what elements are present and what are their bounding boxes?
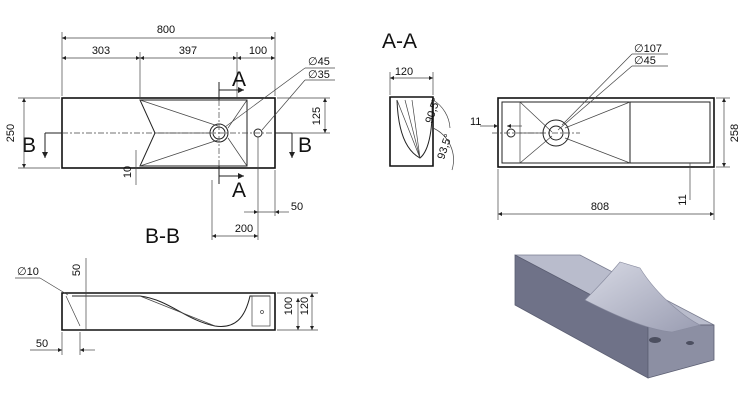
dim-303: 303 [92, 45, 110, 57]
dim-bb-dia10: ∅10 [17, 266, 39, 278]
section-aa-title: A-A [382, 30, 417, 53]
dim-125: 125 [311, 107, 323, 125]
section-a-mark-bottom: A [232, 179, 246, 202]
section-aa-profile [389, 96, 434, 167]
dim-bb-50-bottom: 50 [36, 338, 48, 350]
dim-808: 808 [591, 201, 609, 213]
top-view-basin [139, 99, 248, 167]
dim-250: 250 [5, 124, 17, 142]
dim-bb-100: 100 [283, 297, 295, 315]
render-basin-bowl [584, 261, 701, 333]
dim-200: 200 [235, 223, 253, 235]
right-view: ∅107 ∅45 11 258 11 808 [470, 43, 741, 220]
dim-397: 397 [179, 45, 197, 57]
render-drain [649, 337, 661, 343]
right-view-outline [497, 97, 715, 168]
dim-right-11-left: 11 [470, 116, 481, 128]
dim-right-dia45: ∅45 [634, 55, 656, 67]
render-side-face [647, 324, 715, 379]
dim-50-top: 50 [291, 201, 303, 213]
dim-258: 258 [729, 124, 741, 142]
section-b-mark-right: B [298, 134, 312, 157]
top-view: 800 303 397 100 ∅45 ∅35 A A B B [5, 24, 335, 240]
dim-800: 800 [157, 24, 175, 36]
dim-angle-90-5: 90,5° [423, 97, 442, 125]
dim-dia107: ∅107 [634, 43, 662, 55]
dim-bb-120: 120 [299, 297, 311, 315]
basin-3d-render [514, 254, 715, 379]
dim-dia35: ∅35 [308, 69, 330, 81]
dim-10: 10 [122, 166, 134, 178]
dim-100: 100 [249, 45, 267, 57]
dim-dia45: ∅45 [308, 56, 330, 68]
render-tap-hole [686, 341, 694, 345]
section-aa-view: A-A 120 90,5° 93,5° [382, 30, 455, 171]
dim-angle-93-5: 93,5° [435, 133, 454, 161]
section-bb-view: B-B ∅10 50 100 120 50 [15, 225, 318, 355]
section-bb-title: B-B [145, 225, 180, 248]
dim-right-11-bottom: 11 [677, 194, 689, 205]
section-bb-profile [61, 292, 276, 331]
dim-bb-50-top: 50 [71, 264, 83, 276]
section-a-mark-top: A [232, 68, 246, 91]
dim-aa-120: 120 [395, 66, 413, 78]
